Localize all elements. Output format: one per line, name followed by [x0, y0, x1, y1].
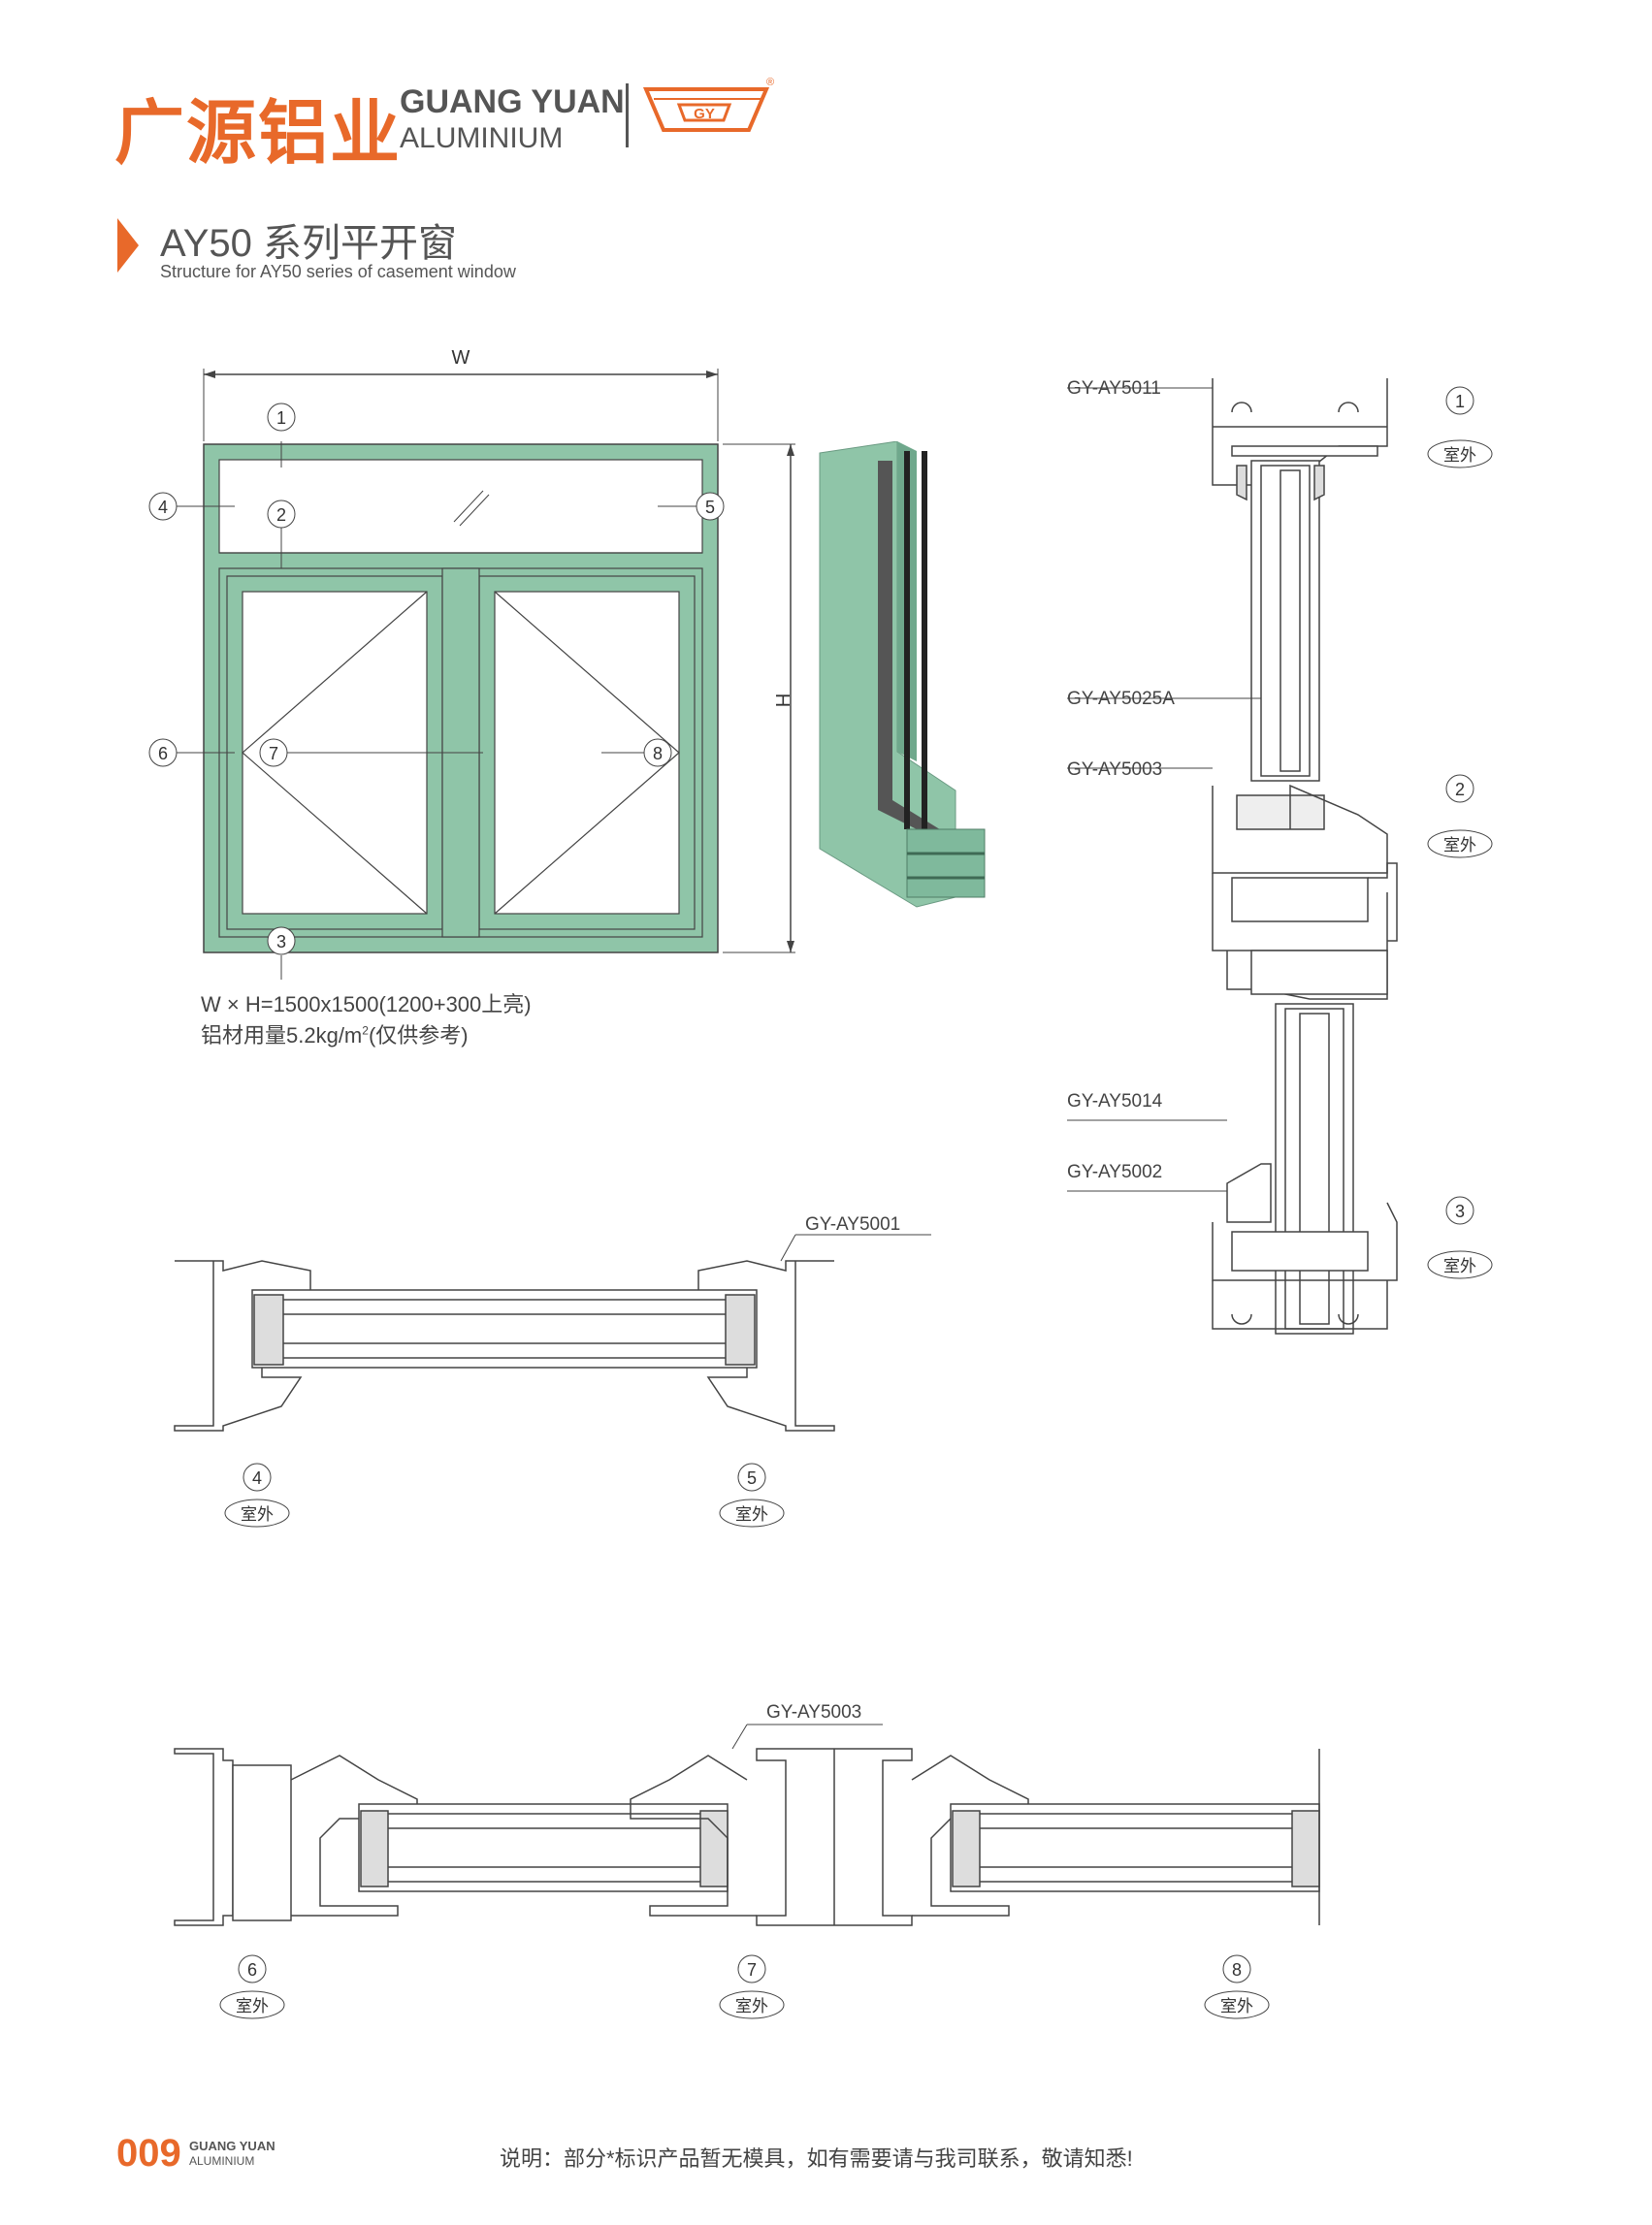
profile-label-5003-bottom: GY-AY5003	[766, 1702, 862, 1723]
vsec-callout-3: 3	[1455, 1202, 1465, 1221]
horizontal-section-bottom: 6 室外 7 室外 8 室外	[174, 1724, 1320, 2019]
hsec-top-exterior-5: 室外	[735, 1505, 768, 1524]
window-elevation: W H 1 2 3 4 5 6 7 8	[148, 347, 795, 980]
hsec-top-callout-4: 4	[252, 1468, 262, 1488]
brand-logo-mark: GY	[694, 106, 715, 122]
callout-8: 8	[653, 744, 663, 763]
vsec-callout-1: 1	[1455, 392, 1465, 411]
brand-english-line1: GUANG YUAN	[400, 83, 625, 120]
vsec-exterior-2: 室外	[1443, 836, 1476, 855]
title-marker	[117, 218, 139, 273]
hsec-bottom-callout-7: 7	[747, 1960, 757, 1980]
profile-label-5025a: GY-AY5025A	[1067, 689, 1175, 709]
profile-label-5003: GY-AY5003	[1067, 759, 1163, 780]
hsec-bottom-exterior-7: 室外	[735, 1997, 768, 2015]
section-title: AY50 系列平开窗	[160, 222, 457, 265]
brand-separator	[626, 83, 629, 147]
callout-2: 2	[276, 505, 286, 525]
profile-3d-render	[819, 441, 986, 908]
hsec-bottom-callout-6: 6	[247, 1960, 257, 1980]
hsec-top-exterior-4: 室外	[241, 1505, 274, 1524]
spec-weight-text: 铝材用量5.2kg/m	[201, 1023, 363, 1048]
footer-brand-line1: GUANG YUAN	[189, 2139, 275, 2153]
spec-size: W × H=1500x1500(1200+300上亮)	[201, 992, 532, 1016]
brand-chinese-name: 广源铝业	[114, 92, 403, 174]
vsec-exterior-3: 室外	[1443, 1257, 1476, 1275]
hsec-bottom-exterior-6: 室外	[236, 1997, 269, 2015]
brand-logo-registered: ®	[766, 77, 774, 88]
height-label: H	[771, 693, 793, 707]
callout-5: 5	[705, 498, 715, 517]
spec-weight-suffix: (仅供参考)	[368, 1023, 469, 1048]
brand-logo: GY ®	[642, 77, 774, 132]
footer-brand-line2: ALUMINIUM	[189, 2154, 255, 2168]
profile-label-5001: GY-AY5001	[805, 1214, 901, 1235]
vertical-section: 1 室外 2 室外 3 室外	[1067, 378, 1493, 1335]
hsec-bottom-exterior-8: 室外	[1220, 1997, 1253, 2015]
callout-4: 4	[158, 498, 168, 517]
brand-english-line2: ALUMINIUM	[400, 122, 564, 154]
vsec-callout-2: 2	[1455, 780, 1465, 799]
profile-label-5014: GY-AY5014	[1067, 1091, 1163, 1112]
callout-1: 1	[276, 408, 286, 428]
width-label: W	[452, 347, 470, 369]
vsec-exterior-1: 室外	[1443, 446, 1476, 465]
footer-note: 说明：部分*标识产品暂无模具，如有需要请与我司联系，敬请知悉!	[500, 2146, 1133, 2171]
hsec-bottom-callout-8: 8	[1232, 1960, 1242, 1980]
spec-weight: 铝材用量5.2kg/m2(仅供参考)	[201, 1018, 469, 1049]
horizontal-section-top: 4 室外 5 室外	[174, 1234, 931, 1528]
page-number: 009	[116, 2132, 181, 2175]
hsec-top-callout-5: 5	[747, 1468, 757, 1488]
section-subtitle: Structure for AY50 series of casement wi…	[160, 262, 516, 281]
spec-weight-sup: 2	[362, 1023, 369, 1038]
callout-3: 3	[276, 932, 286, 951]
profile-label-5011: GY-AY5011	[1067, 378, 1161, 399]
callout-6: 6	[158, 744, 168, 763]
profile-label-5002: GY-AY5002	[1067, 1162, 1163, 1182]
callout-7: 7	[269, 744, 278, 763]
